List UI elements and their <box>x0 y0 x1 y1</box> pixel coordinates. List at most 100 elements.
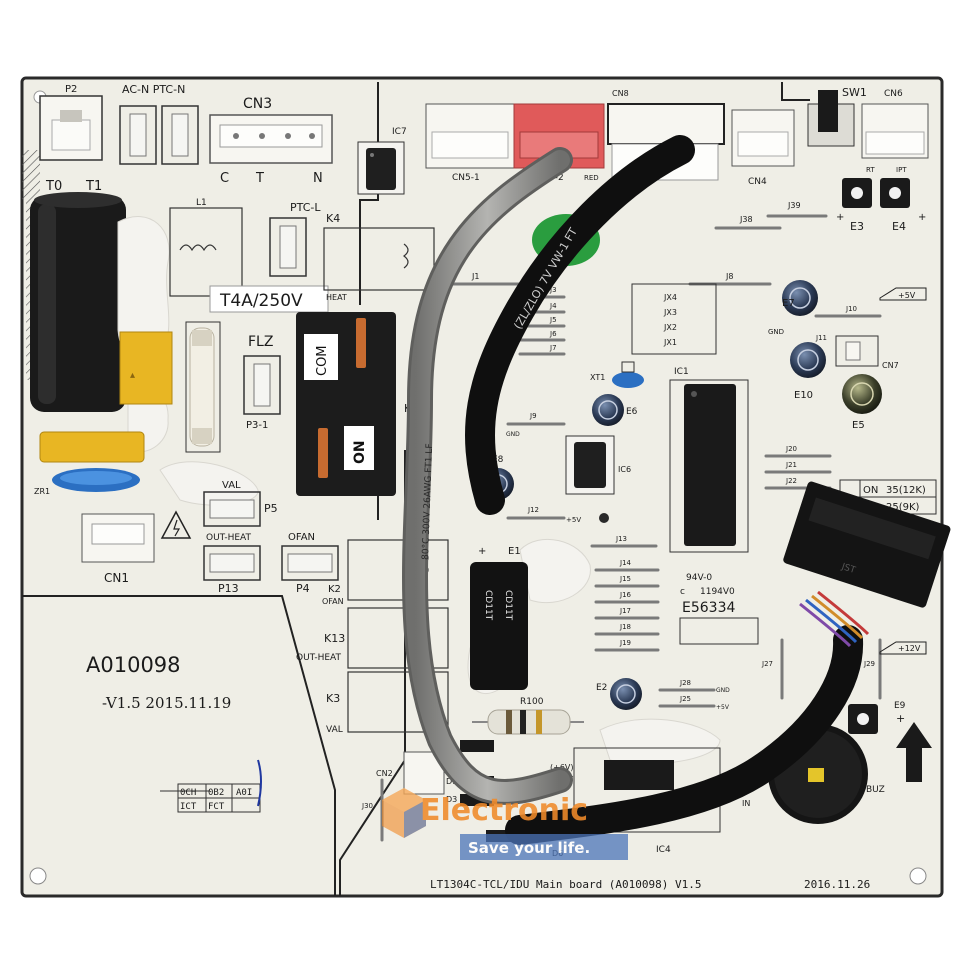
j5-label: J5 <box>549 316 557 324</box>
ic4-regulator: (+6V) OUT IN IC4 <box>550 747 750 855</box>
aux-terminals: VAL P5 OUT-HEAT P13 OFAN P4 <box>203 480 339 595</box>
e6-capacitor: E6 <box>592 394 638 426</box>
version-date: -V1.5 2015.11.19 <box>102 694 231 712</box>
jx3-label: JX3 <box>663 308 677 317</box>
plus5v-tag: +5V <box>879 287 927 301</box>
table-cell: 0CH <box>180 788 196 798</box>
p5-label: P5 <box>264 502 278 515</box>
board-footer: LT1304C-TCL/IDU Main board (A010098) V1.… <box>430 878 870 891</box>
table-cell: ICT <box>180 802 197 812</box>
gnd-e7: GND <box>768 328 784 336</box>
grey-cable-print: 80°C 300V 26AWG FT1 LF <box>421 443 435 560</box>
cn1-connector: CN1 <box>81 513 155 585</box>
grey-cable: 80°C 300V 26AWG FT1 LF <box>402 147 573 805</box>
fuse: T4A/250V FLZ P3-1 <box>185 285 329 453</box>
ul-rating: 94V-0 <box>686 573 712 583</box>
test-table: 0CH 0B2 A0I ICT FCT <box>160 759 262 813</box>
ul-mark: c <box>680 587 685 597</box>
e9-capacitor: E9 + <box>848 701 906 734</box>
on-label: ON <box>352 440 368 464</box>
y-capacitor: ZR1 <box>34 431 145 496</box>
flz-label: FLZ <box>248 334 273 350</box>
k13-out-heat-label: OUT-HEAT <box>296 653 342 663</box>
zr1-label: ZR1 <box>34 487 50 496</box>
e1-label: E1 <box>508 546 521 557</box>
p4-label: P4 <box>296 582 310 595</box>
j3-label: J3 <box>549 286 557 294</box>
j12-5v: +5V <box>566 516 581 524</box>
val-label: VAL <box>222 480 241 491</box>
j15-label: J15 <box>619 575 631 583</box>
svg-text:+: + <box>478 546 486 557</box>
e8-label: E8 <box>492 455 504 465</box>
r100-label: R100 <box>520 697 544 707</box>
e1-print-2: CD11T <box>503 590 513 621</box>
cn4-connector: CN4 <box>731 109 795 187</box>
com-label: COM <box>315 345 330 376</box>
cn1-label: CN1 <box>104 571 129 585</box>
footer-date: 2016.11.26 <box>804 878 870 891</box>
gnd-j9: GND <box>506 431 520 438</box>
val-35-label: 35(12K) <box>886 485 926 496</box>
cn7-label: CN7 <box>882 361 899 370</box>
xt1-label: XT1 <box>590 373 605 382</box>
svg-text:+: + <box>896 712 905 725</box>
emi-choke <box>30 192 126 412</box>
cn3-n-label: N <box>313 171 323 186</box>
ic1-label: IC1 <box>674 367 689 377</box>
svg-text:+: + <box>918 212 926 223</box>
x-capacitor: ▴ <box>119 331 173 405</box>
j6-label: J6 <box>549 330 557 338</box>
e6-label: E6 <box>626 407 638 417</box>
l1-inductor: L1 <box>169 198 243 297</box>
cn8-label: CN8 <box>612 89 629 98</box>
plus12v-label: +12V <box>898 644 921 653</box>
j20-label: J20 <box>785 445 797 453</box>
j4-label: J4 <box>549 302 557 310</box>
j14-label: J14 <box>619 559 632 567</box>
ofan-label: OFAN <box>288 532 315 543</box>
cn5-2-connector: CN5-2 RED <box>513 103 605 183</box>
red-label: RED <box>584 174 599 182</box>
table-cell: FCT <box>208 802 225 812</box>
k4-label: K4 <box>326 212 340 225</box>
j9-label: J9 <box>529 412 537 420</box>
sw1-label: SW1 <box>842 86 867 99</box>
j1-label: J1 <box>471 272 479 281</box>
j27-label: J27 <box>761 660 773 668</box>
cn6-connector: CN6 RT IPT <box>861 89 929 174</box>
ic4-label: IC4 <box>656 845 671 855</box>
watermark: Electronic Save your life. <box>382 788 628 860</box>
j28-label: J28 <box>679 679 691 687</box>
k13-relay-outline: K13 OUT-HEAT <box>296 607 449 669</box>
p3-1-label: P3-1 <box>246 420 268 431</box>
j11-label: J11 <box>815 334 827 342</box>
cn5-1-label: CN5-1 <box>452 173 480 183</box>
j17-label: J17 <box>619 607 631 615</box>
e10-capacitor: E10 J11 <box>790 334 827 401</box>
cn4-label: CN4 <box>748 177 767 187</box>
jx4-label: JX4 <box>663 293 677 302</box>
ul-code: 1194V0 <box>700 587 735 597</box>
acn-ptcn-terminals: AC-N PTC-N <box>119 83 199 165</box>
plus5v-tag-label: +5V <box>898 291 916 300</box>
rt-label: RT <box>866 166 875 174</box>
k3-label: K3 <box>326 692 340 705</box>
r100-resistor: R100 <box>472 697 584 735</box>
e5-label: E5 <box>852 420 865 431</box>
j16-label: J16 <box>619 591 632 599</box>
svg-text:▴: ▴ <box>130 370 135 381</box>
cn2-label: CN2 <box>376 769 393 778</box>
ic6-chip: IC6 <box>565 435 631 495</box>
j7-label: J7 <box>549 344 557 352</box>
e3-label: E3 <box>850 220 864 233</box>
table-cell: A0I <box>236 788 252 798</box>
ptc-l-label: PTC-L <box>290 201 321 214</box>
warning-icon <box>160 510 192 539</box>
cn3-c-label: C <box>220 171 229 186</box>
p2-label: P2 <box>65 84 77 95</box>
xt1-crystal: XT1 <box>590 361 644 388</box>
k2-ofan-label: OFAN <box>322 597 344 606</box>
arrow-up-icon <box>896 722 932 782</box>
e3-e4-capacitors: + E3 E4 + <box>836 178 926 233</box>
